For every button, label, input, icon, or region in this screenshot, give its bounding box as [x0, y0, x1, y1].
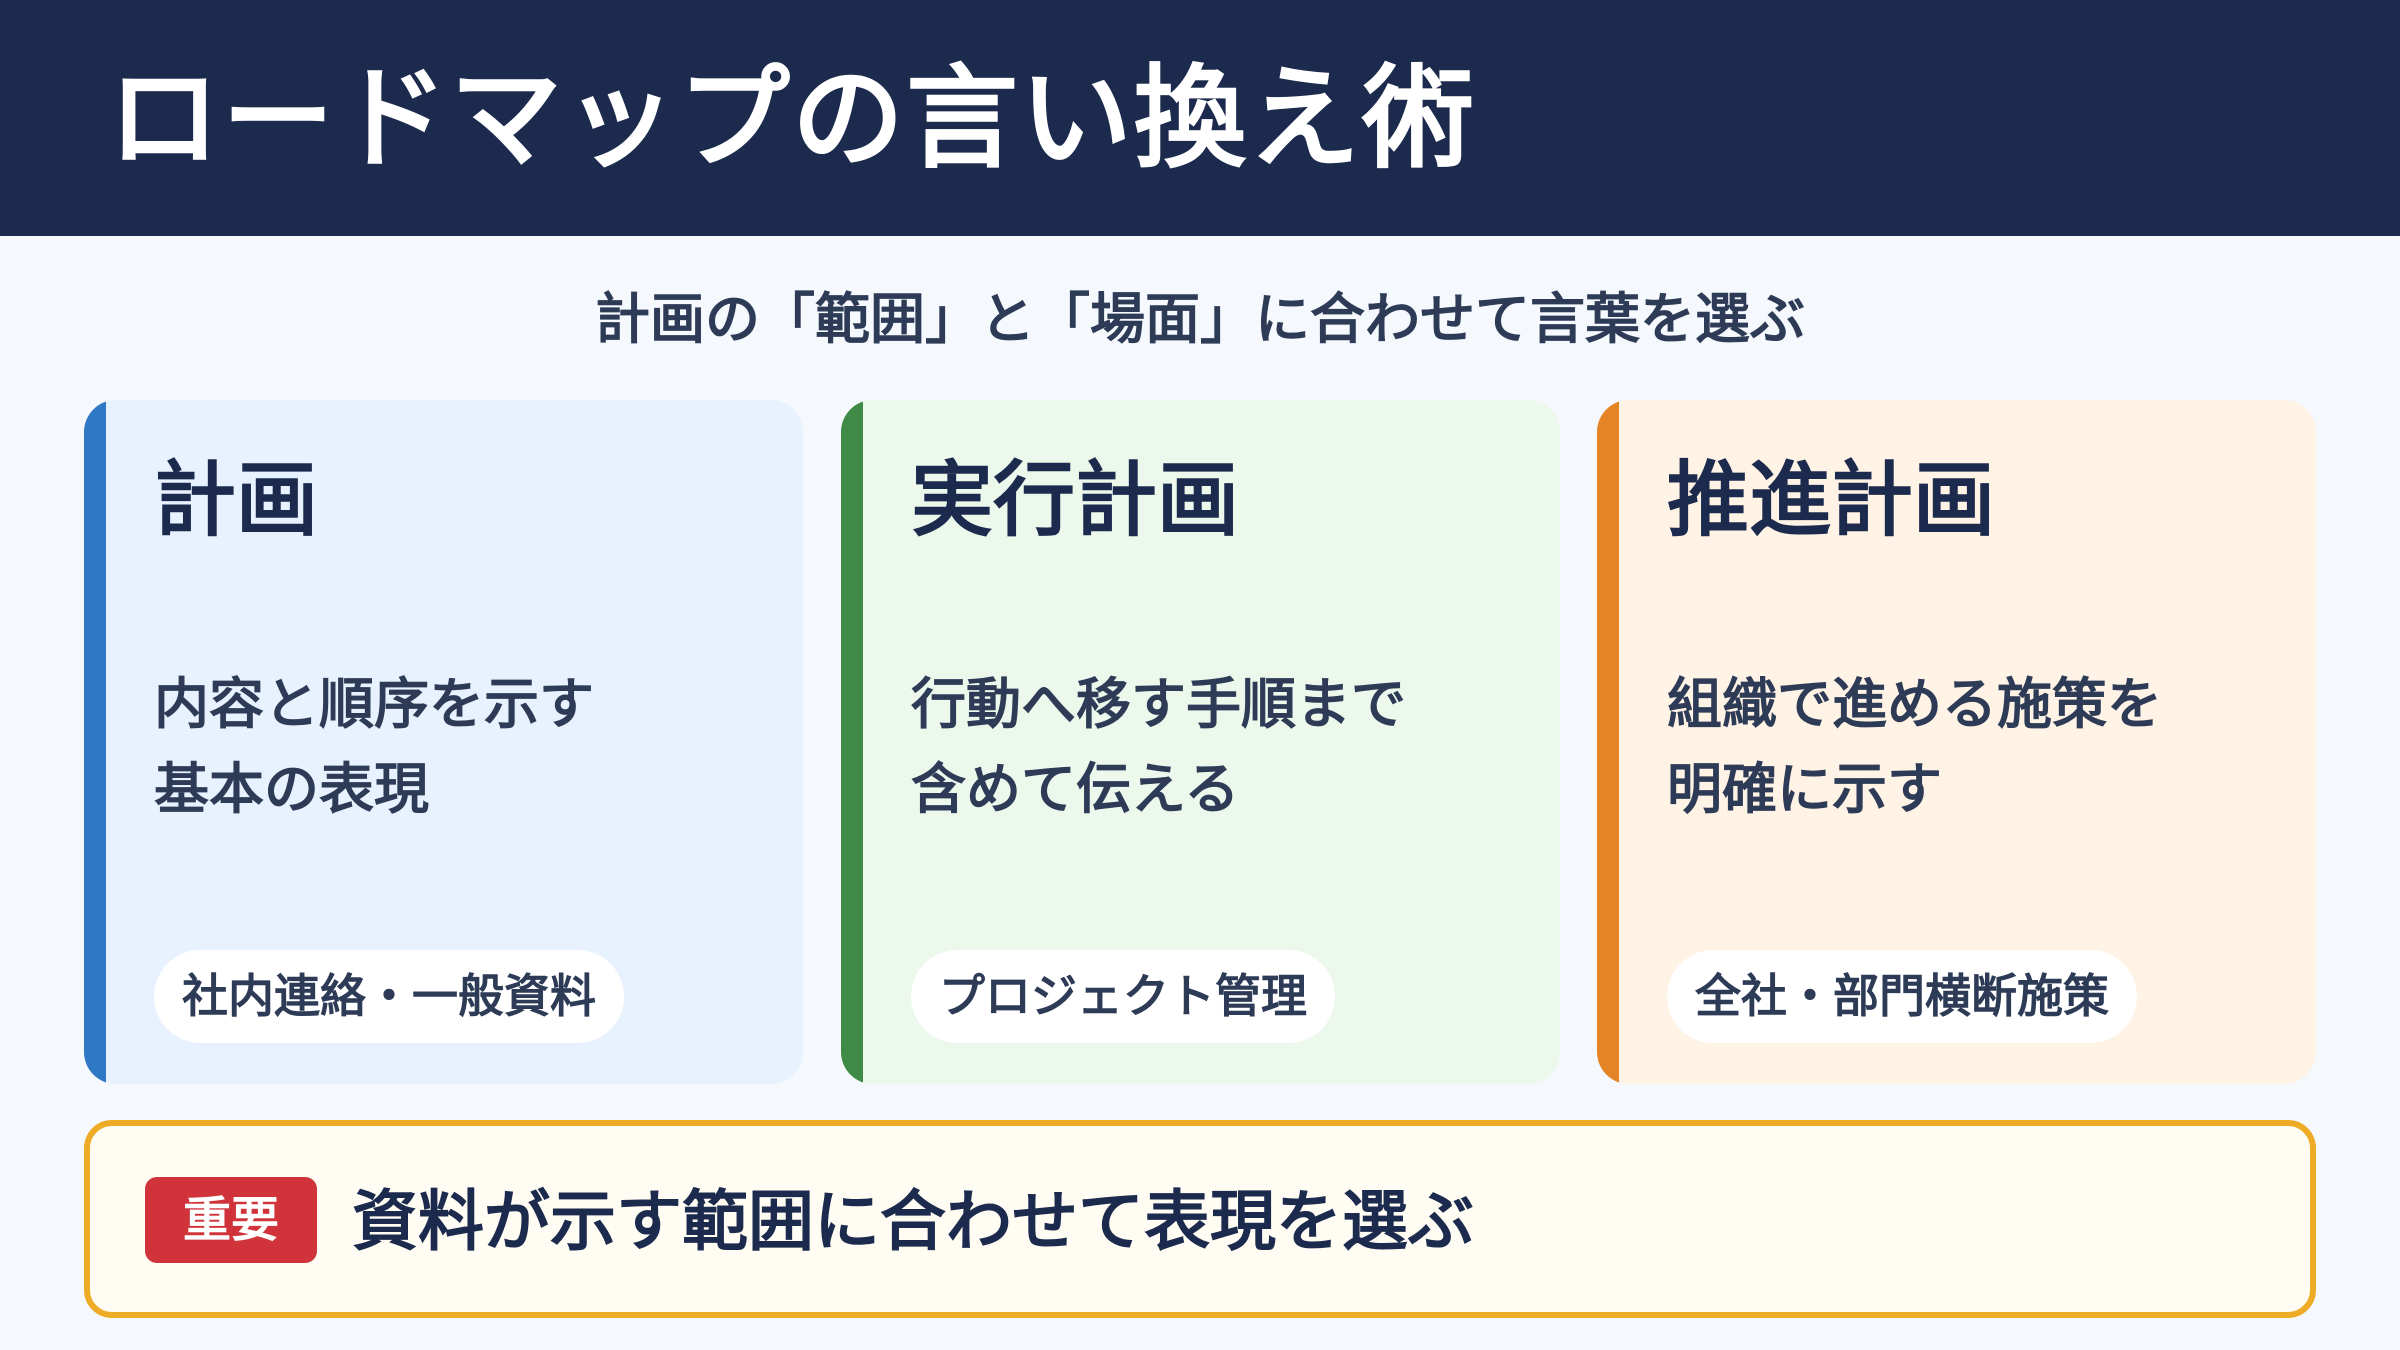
card-title: 計画: [154, 453, 319, 548]
card-suishin-keikaku: 推進計画 組織で進める施策を 明確に示す 全社・部門横断施策: [1597, 400, 2316, 1084]
card-description-line: 内容と順序を示す: [154, 672, 595, 736]
subtitle: 計画の「範囲」と「場面」に合わせて言葉を選ぶ: [594, 287, 1805, 351]
card-title: 実行計画: [911, 453, 1240, 548]
card-description-line: 組織で進める施策を: [1667, 672, 2163, 736]
card-description: 行動へ移す手順まで 含めて伝える: [911, 662, 1531, 832]
card-keikaku: 計画 内容と順序を示す 基本の表現 社内連絡・一般資料: [84, 400, 803, 1084]
card-description-line: 含めて伝える: [911, 757, 1240, 821]
card-description: 組織で進める施策を 明確に示す: [1667, 662, 2287, 832]
card-accent-bar: [84, 400, 106, 1084]
header-bar: ロードマップの言い換え術: [0, 0, 2400, 236]
card-tag: プロジェクト管理: [911, 950, 1335, 1043]
card-tag: 社内連絡・一般資料: [154, 950, 624, 1043]
card-description-line: 行動へ移す手順まで: [911, 672, 1407, 736]
page-title: ロードマップの言い換え術: [108, 54, 1476, 184]
card-jikko-keikaku: 実行計画 行動へ移す手順まで 含めて伝える プロジェクト管理: [841, 400, 1560, 1084]
card-accent-bar: [1597, 400, 1619, 1084]
callout-text: 資料が示す範囲に合わせて表現を選ぶ: [352, 1183, 1474, 1260]
important-badge: 重要: [145, 1177, 317, 1263]
card-description-line: 基本の表現: [154, 757, 430, 821]
card-description: 内容と順序を示す 基本の表現: [154, 662, 774, 832]
important-callout: 重要 資料が示す範囲に合わせて表現を選ぶ: [84, 1120, 2316, 1318]
card-title: 推進計画: [1667, 453, 1996, 548]
card-tag: 全社・部門横断施策: [1667, 950, 2137, 1043]
card-accent-bar: [841, 400, 863, 1084]
card-description-line: 明確に示す: [1667, 757, 1943, 821]
